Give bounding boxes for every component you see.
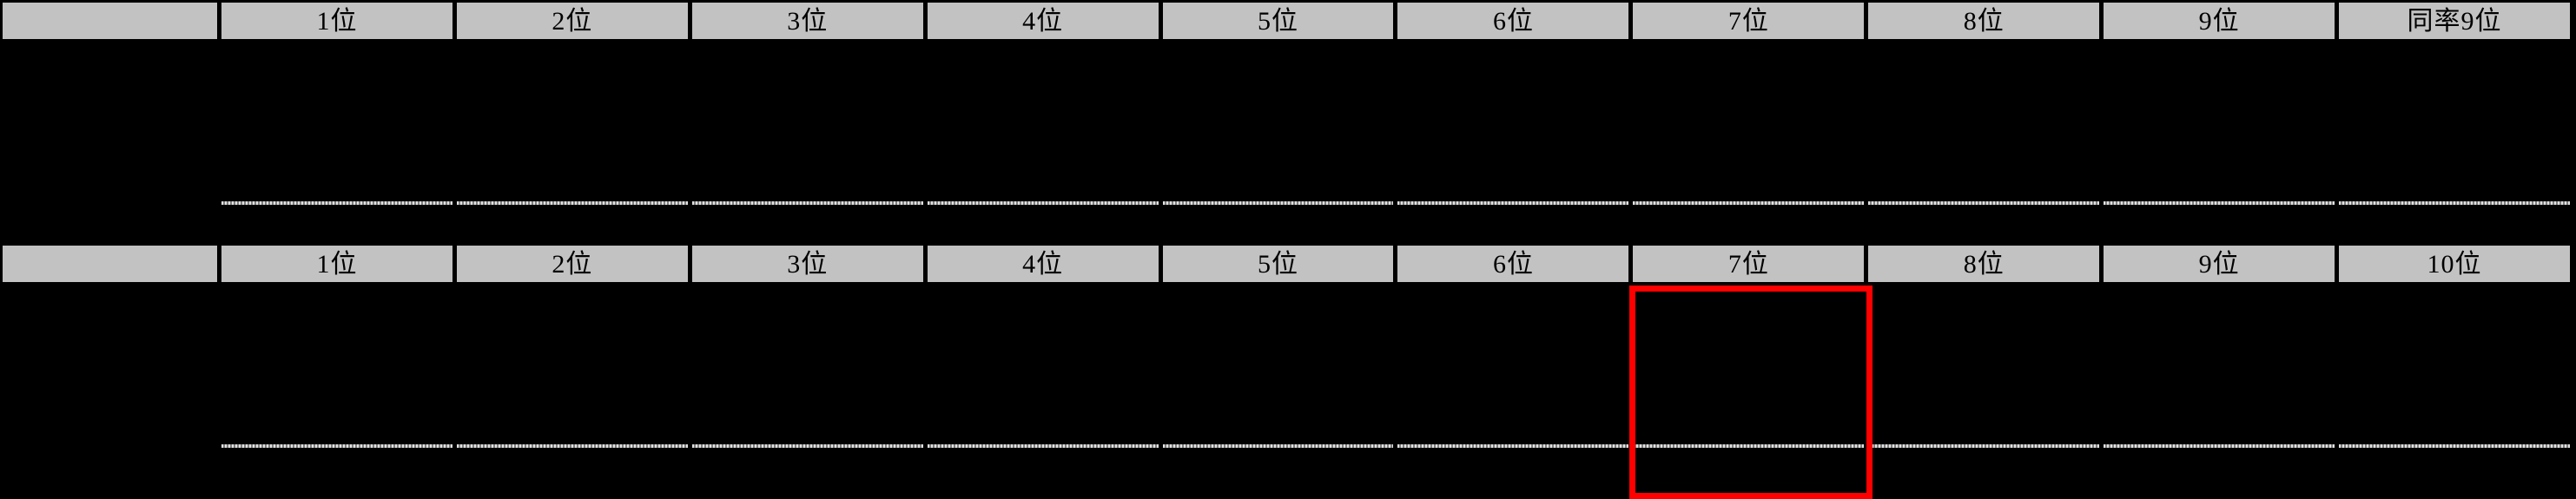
ranking-table-1-header-row: 1位 2位 3位 4位 5位 6位 7位 8位 9位 同率9位 [3, 3, 2570, 39]
t2-body-cell-rank-2 [456, 285, 688, 448]
t2-body-corner [3, 285, 217, 448]
t2-body-cell-rank-5 [1162, 285, 1394, 448]
t2-body-cell-rank-6 [1397, 285, 1629, 448]
ranking-table-1-body-row [3, 42, 2570, 205]
t2-body-cell-rank-10 [2339, 285, 2570, 448]
t1-body-cell-rank-6 [1397, 42, 1629, 205]
t1-body-cell-rank-9tie [2339, 42, 2570, 205]
t1-header-rank-4: 4位 [927, 3, 1159, 39]
t1-header-rank-5: 5位 [1162, 3, 1394, 39]
t1-header-rank-3: 3位 [691, 3, 923, 39]
ranking-table-1: 1位 2位 3位 4位 5位 6位 7位 8位 9位 同率9位 [0, 3, 2576, 243]
t2-body-cell-rank-1 [221, 285, 452, 448]
t2-header-rank-9: 9位 [2104, 246, 2335, 282]
t1-body-cell-rank-5 [1162, 42, 1394, 205]
t1-body-cell-rank-3 [691, 42, 923, 205]
t1-header-rank-2: 2位 [456, 3, 688, 39]
t1-header-rank-9tie: 同率9位 [2339, 3, 2570, 39]
t2-header-rank-6: 6位 [1397, 246, 1629, 282]
t1-header-rank-1: 1位 [221, 3, 452, 39]
t2-header-corner [3, 246, 217, 282]
t1-header-rank-6: 6位 [1397, 3, 1629, 39]
t1-body-cell-rank-9 [2104, 42, 2335, 205]
t2-header-rank-5: 5位 [1162, 246, 1394, 282]
t1-header-corner [3, 3, 217, 39]
t2-body-cell-rank-3 [691, 285, 923, 448]
t2-header-rank-4: 4位 [927, 246, 1159, 282]
t1-body-cell-rank-2 [456, 42, 688, 205]
t1-body-cell-rank-7 [1633, 42, 1865, 205]
t1-body-corner [3, 42, 217, 205]
t2-header-rank-3: 3位 [691, 246, 923, 282]
ranking-table-2-body-row [3, 285, 2570, 448]
t2-body-cell-rank-9 [2104, 285, 2335, 448]
t1-header-rank-9: 9位 [2104, 3, 2335, 39]
t1-header-rank-8: 8位 [1868, 3, 2100, 39]
t1-body-cell-rank-1 [221, 42, 452, 205]
t2-header-rank-7: 7位 [1633, 246, 1865, 282]
ranking-table-2-header-row: 1位 2位 3位 4位 5位 6位 7位 8位 9位 10位 [3, 246, 2570, 282]
t2-header-rank-2: 2位 [456, 246, 688, 282]
t1-body-cell-rank-4 [927, 42, 1159, 205]
t2-body-cell-rank-7 [1633, 285, 1865, 448]
rank7-highlight-box [1629, 286, 1873, 499]
t1-header-rank-7: 7位 [1633, 3, 1865, 39]
t2-body-cell-rank-8 [1868, 285, 2100, 448]
t2-header-rank-10: 10位 [2339, 246, 2570, 282]
t2-body-cell-rank-4 [927, 285, 1159, 448]
t2-header-rank-1: 1位 [221, 246, 452, 282]
t2-header-rank-8: 8位 [1868, 246, 2100, 282]
ranking-table-2: 1位 2位 3位 4位 5位 6位 7位 8位 9位 10位 [0, 246, 2576, 499]
t1-body-cell-rank-8 [1868, 42, 2100, 205]
